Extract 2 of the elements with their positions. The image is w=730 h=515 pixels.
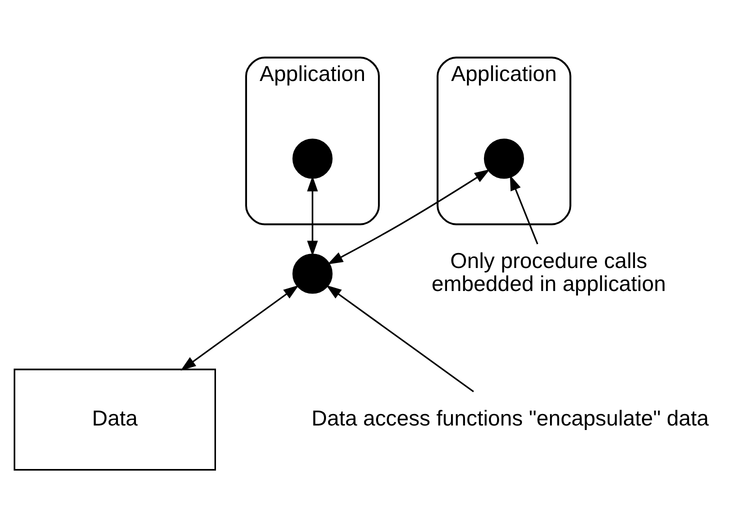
- node-text: Data access functions "encapsulate" data: [311, 405, 709, 430]
- node-text: Only procedure calls embedded in application: [432, 248, 666, 296]
